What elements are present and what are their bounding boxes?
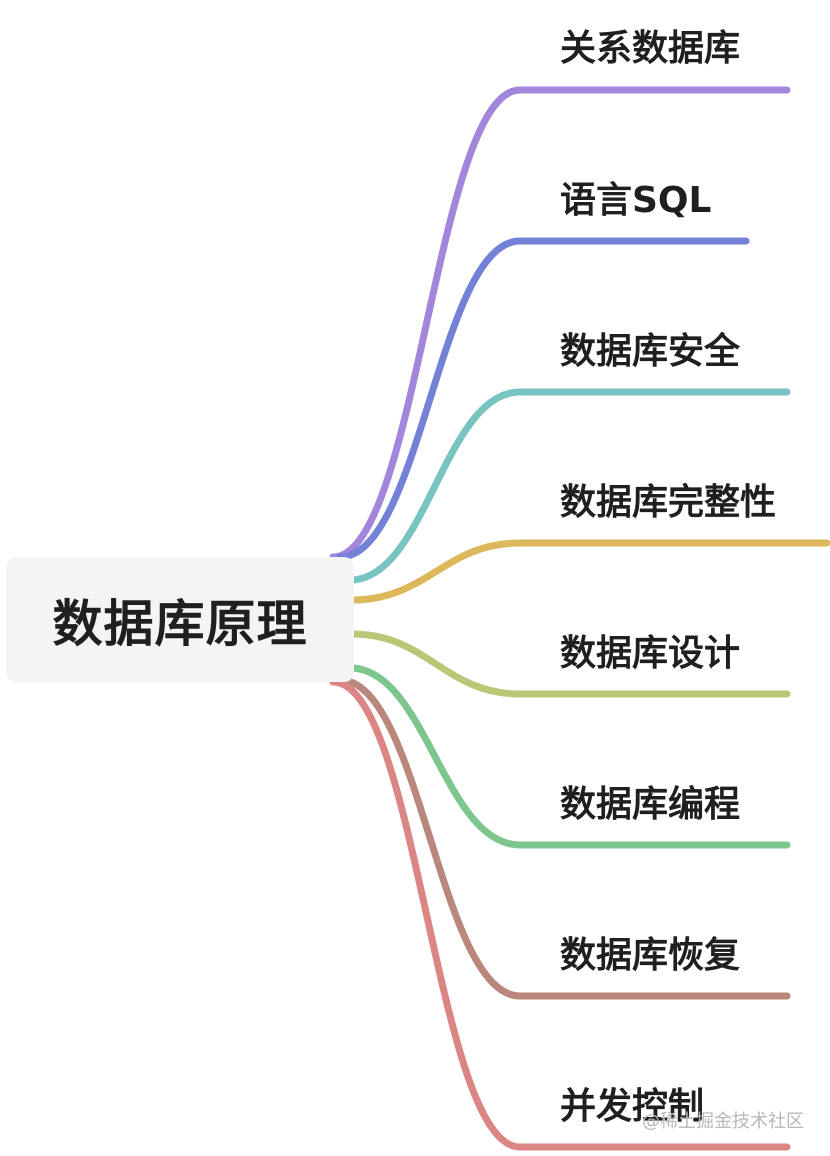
connector-recovery [336, 676, 791, 1000]
connector-integrity [348, 539, 830, 604]
connector-security [346, 388, 791, 584]
branch-label-concurrency[interactable]: 并发控制 [560, 1086, 705, 1127]
branch-label-programming[interactable]: 数据库编程 [560, 784, 741, 825]
watermark: @稀土掘金技术社区 [642, 1111, 804, 1132]
connector-concurrency [329, 678, 791, 1151]
branch-label-recovery[interactable]: 数据库恢复 [560, 935, 741, 976]
connector-relational-db [329, 86, 791, 561]
branch-label-relational-db[interactable]: 关系数据库 [560, 28, 741, 69]
branch-label-integrity[interactable]: 数据库完整性 [560, 482, 777, 523]
root-node-label: 数据库原理 [52, 594, 308, 653]
connector-programming [346, 664, 791, 849]
root-node[interactable]: 数据库原理 [6, 557, 354, 682]
connector-design [348, 630, 791, 698]
branch-label-security[interactable]: 数据库安全 [560, 331, 741, 372]
branch-label-sql[interactable]: 语言SQL [560, 180, 712, 221]
branch-label-design[interactable]: 数据库设计 [560, 633, 741, 674]
connector-sql [336, 237, 750, 561]
